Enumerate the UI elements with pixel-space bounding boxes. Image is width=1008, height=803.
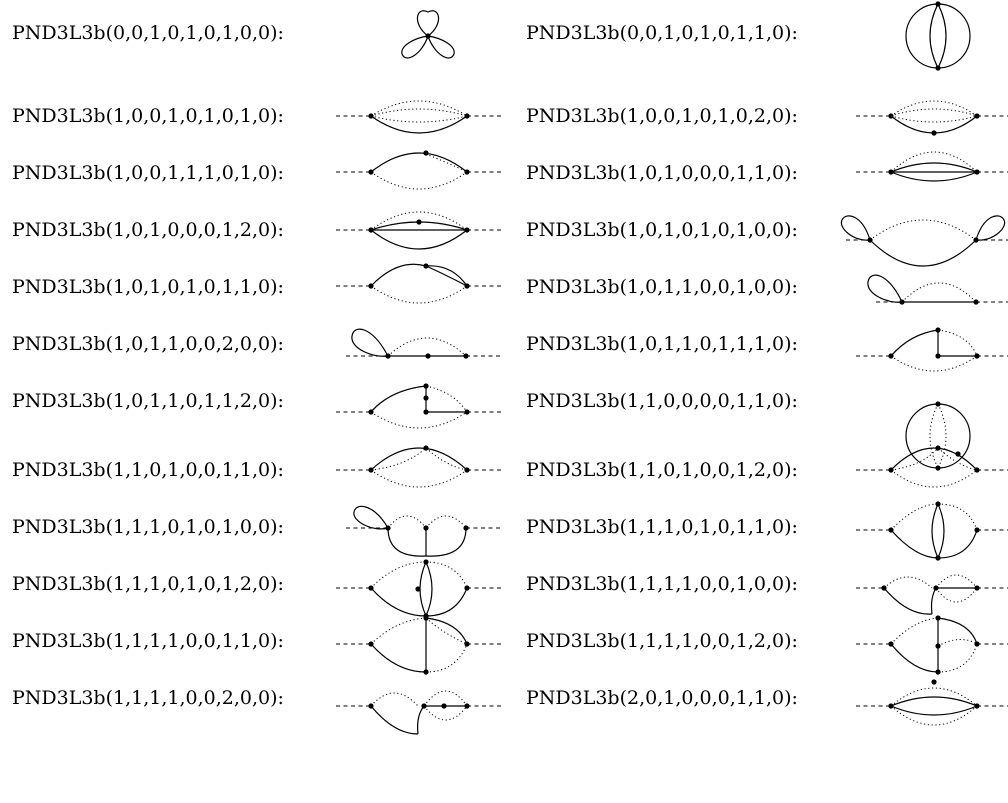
diagram-label: PND3L3b(1,0,0,1,0,1,0,2,0): [526, 105, 798, 127]
diagram-label: PND3L3b(1,1,1,1,0,0,1,1,0): [12, 630, 284, 652]
feynman-diagram [840, 215, 1008, 267]
feynman-diagram [856, 327, 1008, 372]
diagram-label: PND3L3b(1,0,1,0,0,0,1,2,0): [12, 219, 284, 241]
diagram-label: PND3L3b(1,0,1,1,0,1,1,1,0): [526, 333, 798, 355]
diagram-label: PND3L3b(1,0,0,1,0,1,0,1,0): [12, 105, 284, 127]
diagram-label: PND3L3b(1,1,0,1,0,0,1,2,0): [526, 459, 798, 481]
feynman-diagram [856, 574, 1008, 615]
feynman-diagram [336, 615, 502, 675]
diagram-label: PND3L3b(1,0,0,1,1,1,0,1,0): [12, 162, 284, 184]
diagram-label: PND3L3b(1,0,1,1,0,0,1,0,0): [526, 276, 798, 298]
feynman-diagram [401, 10, 455, 59]
diagram-label: PND3L3b(2,0,1,0,0,0,1,1,0): [526, 687, 798, 709]
diagram-label: PND3L3b(1,1,1,1,0,0,1,0,0): [526, 573, 798, 595]
diagram-label: PND3L3b(0,0,1,0,1,0,1,0,0): [12, 22, 284, 44]
feynman-diagram [867, 274, 1008, 305]
diagram-label: PND3L3b(1,0,1,0,0,0,1,1,0): [526, 162, 798, 184]
diagram-label: PND3L3b(1,0,1,0,1,0,1,1,0): [12, 276, 284, 298]
feynman-diagram [856, 151, 1008, 182]
feynman-diagram [336, 445, 502, 488]
feynman-diagram [856, 445, 1008, 488]
feynman-diagram [856, 679, 1008, 726]
feynman-diagram [346, 505, 502, 557]
feynman-diagram [336, 100, 502, 134]
diagram-label: PND3L3b(1,0,1,0,1,0,1,0,0): [526, 219, 798, 241]
diagram-label: PND3L3b(1,1,1,0,1,0,1,0,0): [12, 516, 284, 538]
diagram-label: PND3L3b(1,0,1,1,0,1,1,2,0): [12, 390, 284, 412]
diagram-label: PND3L3b(1,1,1,1,0,0,2,0,0): [12, 687, 284, 709]
diagram-label: PND3L3b(0,0,1,0,1,0,1,1,0): [526, 22, 798, 44]
feynman-diagram [856, 615, 1008, 675]
feynman-diagram [336, 150, 502, 190]
feynman-diagram [336, 383, 502, 429]
feynman-diagram [336, 559, 502, 619]
feynman-diagram [856, 501, 1008, 561]
feynman-diagram [336, 690, 502, 735]
feynman-diagram [905, 401, 971, 471]
feynman-diagram [336, 263, 502, 304]
feynman-diagram [346, 328, 502, 359]
feynman-diagram [905, 1, 971, 71]
feynman-diagram [856, 100, 1008, 136]
diagram-label: PND3L3b(1,1,0,0,0,0,1,1,0): [526, 390, 798, 412]
diagram-label: PND3L3b(1,1,1,0,1,0,1,1,0): [526, 516, 798, 538]
diagram-label: PND3L3b(1,0,1,1,0,0,2,0,0): [12, 333, 284, 355]
diagram-label: PND3L3b(1,1,0,1,0,0,1,1,0): [12, 459, 284, 481]
diagram-label: PND3L3b(1,1,1,0,1,0,1,2,0): [12, 573, 284, 595]
diagram-label: PND3L3b(1,1,1,1,0,0,1,2,0): [526, 630, 798, 652]
feynman-diagram [336, 211, 502, 250]
